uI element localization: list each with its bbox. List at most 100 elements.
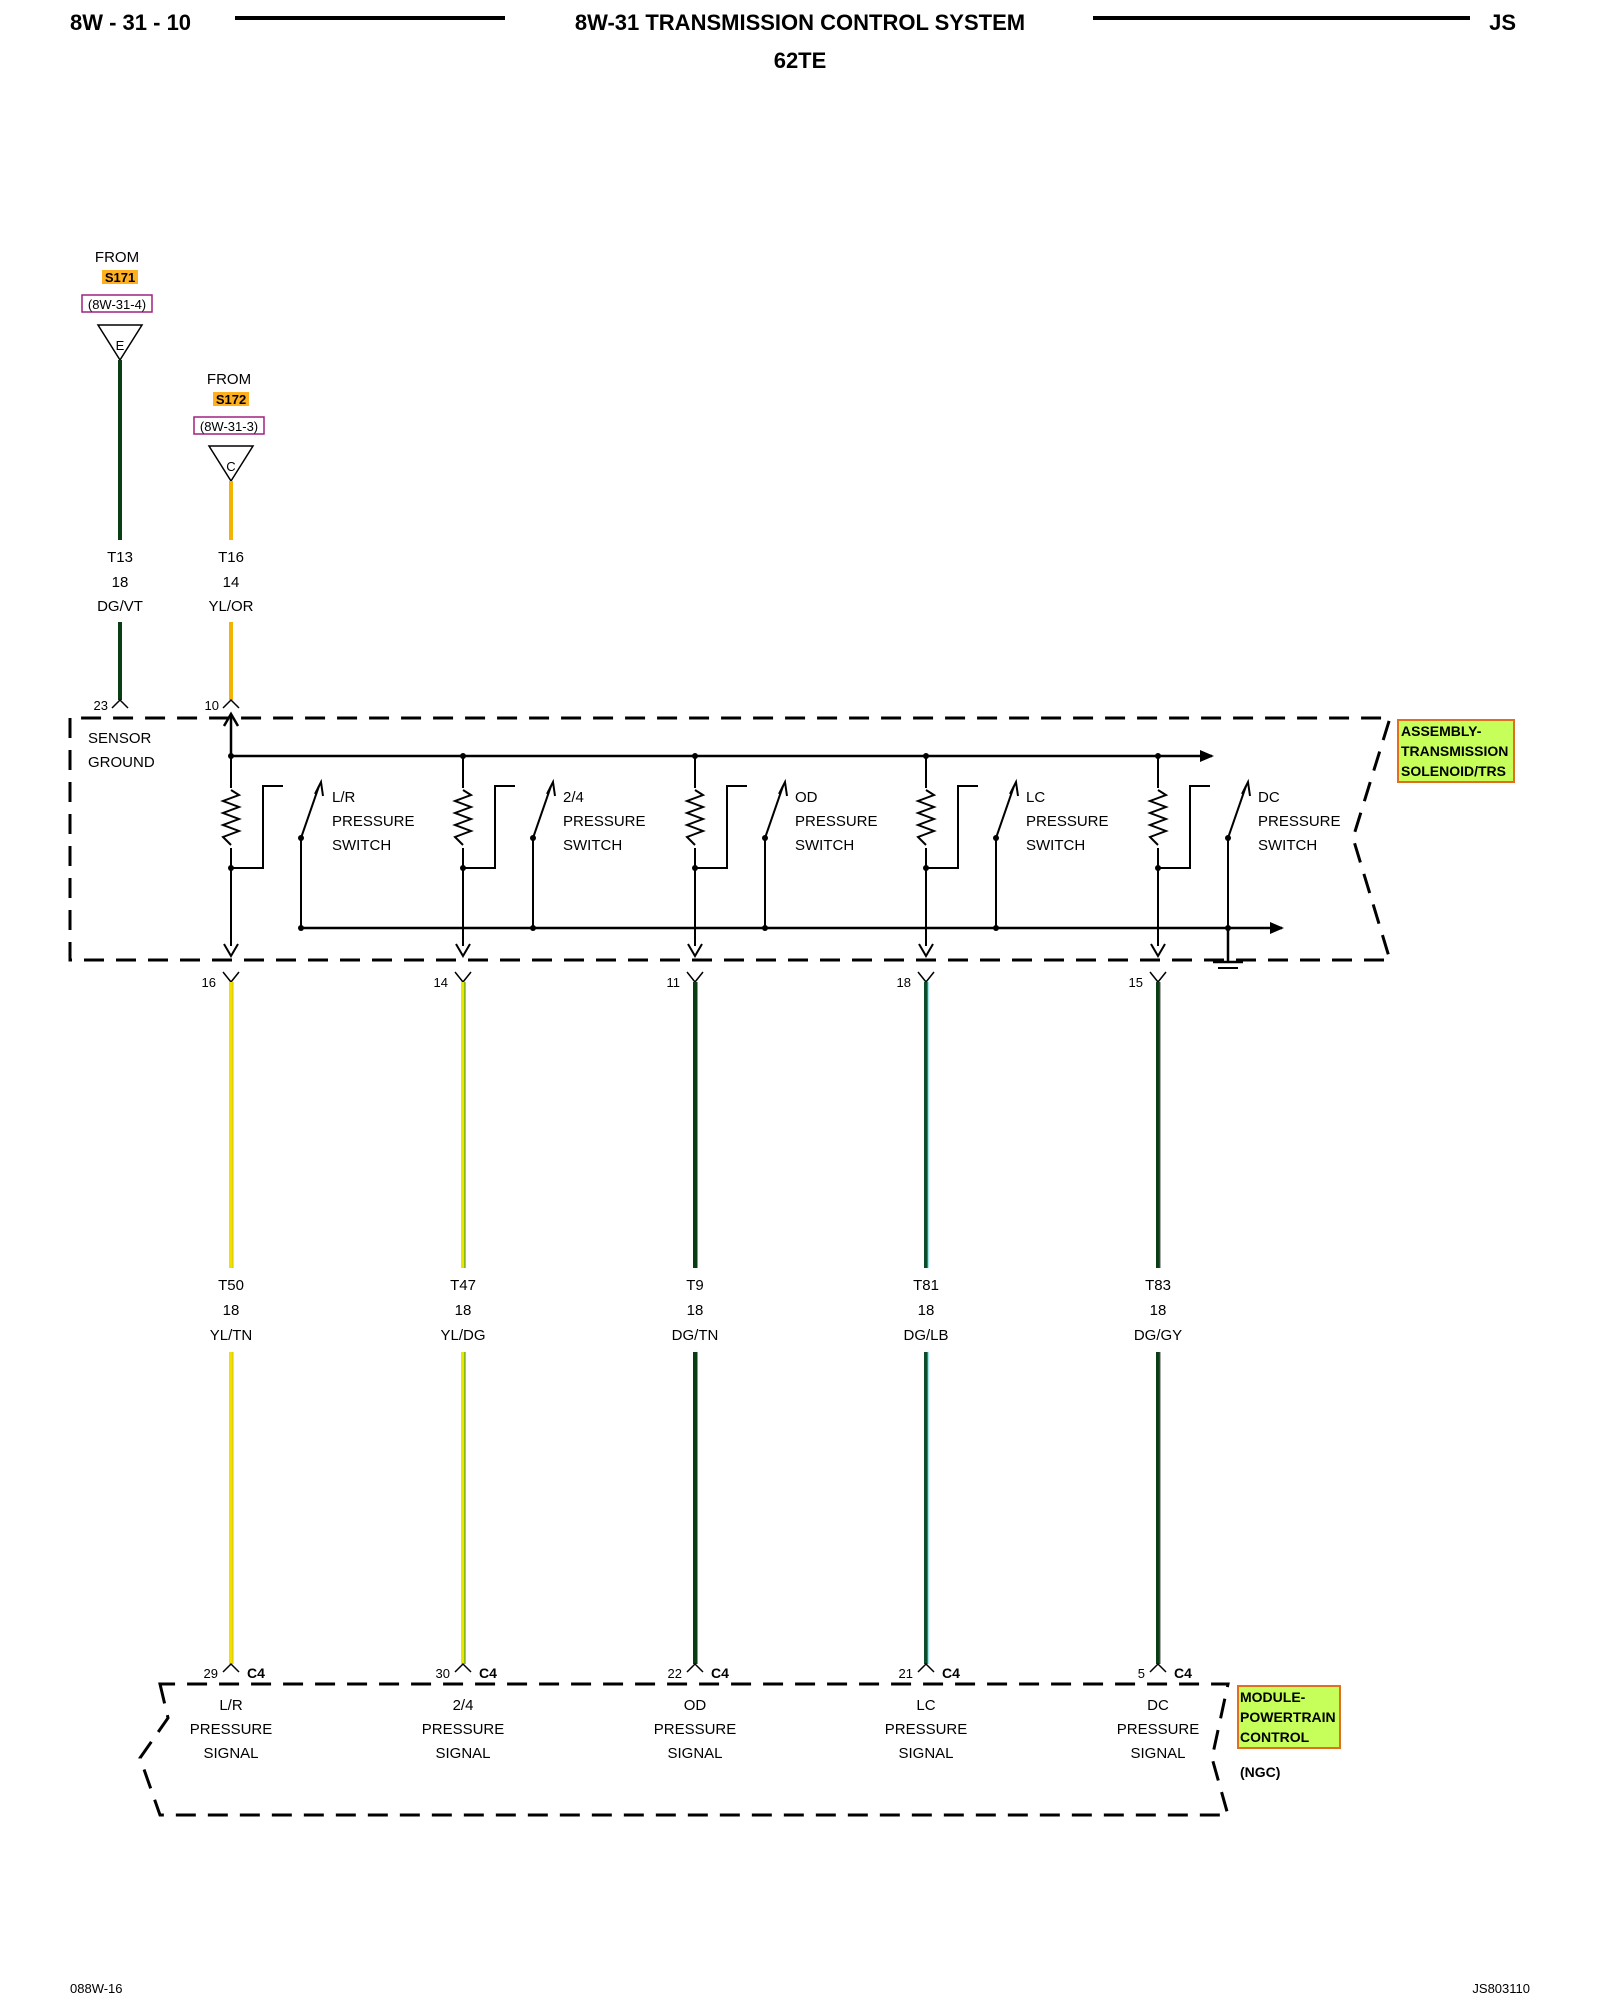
junction-dot: [1155, 865, 1161, 871]
switch-feed-line: [926, 785, 978, 869]
footer-right-code: JS803110: [1472, 1981, 1530, 1996]
splice-id: S172: [216, 392, 246, 407]
switch-line3: SWITCH: [332, 837, 391, 854]
output-arrow-icon: [918, 943, 934, 958]
pcm-input-24: 30 C4 2/4 PRESSURE SIGNAL: [422, 1665, 505, 1762]
junction-dot: [228, 753, 234, 759]
wire-color: DG/GY: [1134, 1327, 1182, 1344]
switch-name: LC: [1026, 789, 1045, 806]
switch-feed-line: [695, 785, 747, 869]
pin-terminal: [111, 698, 129, 709]
junction-dot: [762, 925, 768, 931]
connector-id: E: [116, 338, 125, 353]
circuit-id: T47: [450, 1277, 476, 1294]
transmission-model: 62TE: [774, 48, 827, 73]
junction-dot: [923, 865, 929, 871]
page-header: 8W - 31 - 10 8W-31 TRANSMISSION CONTROL …: [70, 10, 1516, 73]
switch-blade: [300, 785, 320, 839]
trs-name-line3: SOLENOID/TRS: [1401, 763, 1506, 779]
wire-color: DG/VT: [97, 598, 143, 615]
switch-line3: SWITCH: [1258, 837, 1317, 854]
resistor-icon: [220, 789, 242, 846]
switch-arrow-icon: [546, 778, 556, 797]
signal-wire-t47: [454, 971, 472, 1673]
switch-arrow-icon: [1009, 778, 1019, 797]
pcm-pin: 5: [1138, 1666, 1145, 1681]
signal-wire-t9: [686, 971, 704, 1673]
ref-tag: [81, 294, 153, 313]
switch-line3: SWITCH: [1026, 837, 1085, 854]
pcm-terminal: [917, 1662, 935, 1673]
pressure-switch-5: [1147, 753, 1251, 958]
signal-line3: SIGNAL: [435, 1745, 490, 1762]
trs-terminal: [454, 971, 472, 984]
switch-blade: [764, 785, 784, 839]
wire-label-t9: T9 18 DG/TN: [672, 1277, 719, 1344]
trs-pin-dc: 15: [1129, 975, 1143, 990]
switch-name: DC: [1258, 789, 1280, 806]
wire-color: DG/TN: [672, 1327, 719, 1344]
pcm-boundary: [138, 1682, 1230, 1817]
wire-label-t47: T47 18 YL/DG: [440, 1277, 485, 1344]
signal-wires: [222, 971, 1167, 1673]
junction-dot: [692, 865, 698, 871]
trs-terminal: [222, 971, 240, 984]
switch-name: 2/4: [563, 789, 584, 806]
junction-dot: [530, 835, 536, 841]
page-code: 8W - 31 - 10: [70, 10, 191, 35]
switch-blade: [1227, 785, 1247, 839]
trs-name-line2: TRANSMISSION: [1401, 743, 1508, 759]
switch-feed-line: [1158, 785, 1210, 869]
junction-dot: [530, 925, 536, 931]
signal-line2: PRESSURE: [885, 1721, 968, 1738]
switch-line2: PRESSURE: [795, 813, 878, 830]
signal-name: L/R: [219, 1697, 243, 1714]
switch-label-dc: DC PRESSURE SWITCH: [1258, 789, 1341, 854]
pcm-name-line1: MODULE-: [1240, 1689, 1306, 1705]
switch-line3: SWITCH: [563, 837, 622, 854]
pressure-switch-3: [684, 753, 788, 958]
resistor-icon: [684, 789, 706, 846]
signal-line2: PRESSURE: [1117, 1721, 1200, 1738]
pcm-component-tag: [1237, 1685, 1341, 1749]
junction-dot: [692, 753, 698, 759]
connector-id: C: [226, 459, 235, 474]
trs-terminal: [1149, 971, 1167, 984]
pcm-input-lr: 29 C4 L/R PRESSURE SIGNAL: [190, 1665, 273, 1762]
signal-name: OD: [684, 1697, 707, 1714]
wire-color: YL/TN: [210, 1327, 253, 1344]
wire-gauge: 18: [687, 1302, 704, 1319]
ref-tag: [193, 416, 265, 435]
from-label: FROM: [95, 249, 139, 266]
signal-line2: PRESSURE: [190, 1721, 273, 1738]
switch-line2: PRESSURE: [1258, 813, 1341, 830]
pcm-connector: C4: [247, 1665, 265, 1681]
pcm-connector: C4: [479, 1665, 497, 1681]
sensor-ground-line1: SENSOR: [88, 730, 152, 747]
signal-line3: SIGNAL: [203, 1745, 258, 1762]
pressure-switch-2: [452, 753, 556, 958]
signal-name: LC: [916, 1697, 935, 1714]
pressure-switch-4: [915, 753, 1019, 958]
junction-dot: [1225, 835, 1231, 841]
wire-labels: T50 18 YL/TN T47 18 YL/DG T9 18 DG/TN T8…: [210, 1277, 1182, 1344]
signal-line3: SIGNAL: [1130, 1745, 1185, 1762]
source-s172: FROM S172 (8W-31-3) C T16 14 YL/OR 10: [193, 371, 265, 713]
switch-arrow-icon: [778, 778, 788, 797]
pcm-connector: C4: [711, 1665, 729, 1681]
trs-terminal: [917, 971, 935, 984]
signal-wire-t83: [1149, 971, 1167, 1673]
wire-label-t83: T83 18 DG/GY: [1134, 1277, 1182, 1344]
wire-gauge: 18: [1150, 1302, 1167, 1319]
junction-dot: [993, 925, 999, 931]
resistor-icon: [915, 789, 937, 846]
switch-name: OD: [795, 789, 818, 806]
pcm-input-lc: 21 C4 LC PRESSURE SIGNAL: [885, 1665, 968, 1762]
switch-feed-line: [231, 785, 283, 869]
resistor-icon: [452, 789, 474, 846]
pcm-terminal: [454, 1662, 472, 1673]
pcm-module: MODULE- POWERTRAIN CONTROL (NGC) 29 C4 L…: [138, 1665, 1341, 1817]
switch-arrow-icon: [314, 778, 324, 797]
junction-dot: [298, 835, 304, 841]
